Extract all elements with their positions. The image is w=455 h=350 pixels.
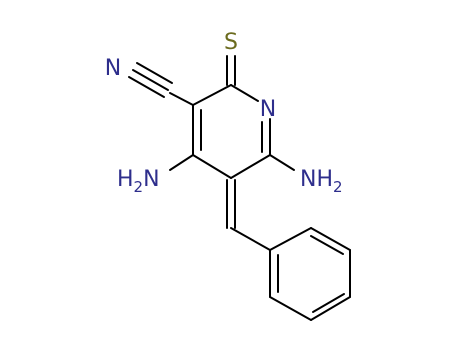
phenyl-inner-3 — [310, 235, 344, 255]
bond-ch-phenyl — [230, 227, 271, 251]
bond-c2-n1 — [230, 84, 259, 102]
central-ring — [192, 84, 271, 179]
phenyl-bond-5 — [310, 227, 351, 251]
atom-nitrile-n: N — [105, 56, 121, 81]
amine-right-label: NH2 — [300, 167, 343, 196]
thione-group — [226, 55, 236, 86]
nitrile-group — [128, 62, 194, 106]
benzylidene-double-bond — [226, 179, 271, 251]
bond-c6-c5 — [230, 154, 271, 179]
nitrile-triple-bond-1 — [132, 69, 169, 91]
atom-sulfur: S — [224, 30, 238, 55]
amine-left-sub: 2 — [134, 178, 144, 196]
amine-left-h: H — [117, 167, 134, 192]
amine-left-n: N — [143, 167, 159, 192]
nitrile-triple-bond-2 — [128, 76, 165, 98]
bond-c3-c2 — [192, 84, 232, 106]
phenyl-bond-2 — [269, 296, 312, 321]
nitrile-triple-bond-3 — [136, 62, 173, 84]
bond-c5-c4 — [192, 154, 232, 179]
bond-c4-nh2 — [169, 154, 194, 171]
amine-left-label: H2N — [117, 167, 160, 196]
bond-c6-nh2 — [269, 154, 295, 171]
amine-right-sub: 2 — [333, 178, 343, 196]
phenyl-bond-6 — [269, 227, 312, 251]
atom-ring-n: N — [260, 97, 276, 122]
amine-right-nh: NH — [300, 167, 333, 192]
phenyl-ring — [269, 227, 351, 321]
phenyl-bond-3 — [310, 296, 351, 321]
bond-cn-to-ring — [169, 92, 194, 106]
phenyl-inner-2 — [312, 293, 345, 313]
